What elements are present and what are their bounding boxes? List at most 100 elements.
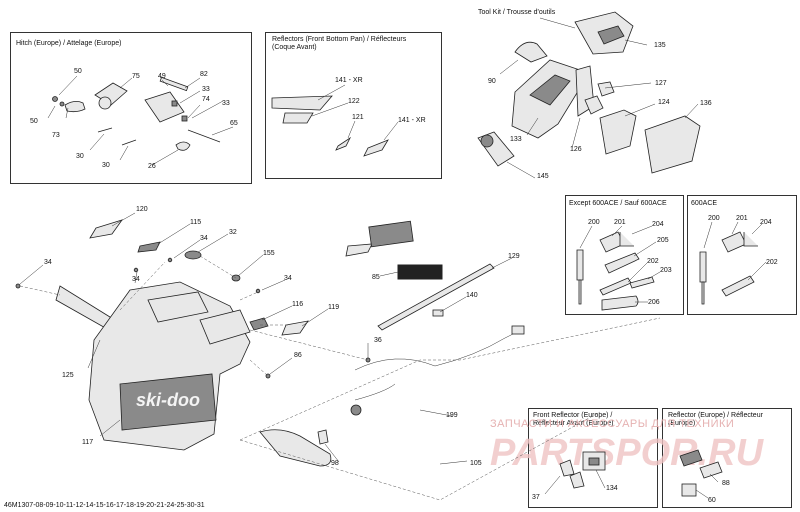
callout-119: 119 <box>328 304 339 311</box>
ace600-tools <box>699 221 767 305</box>
wrench-202b <box>721 275 755 297</box>
callout-90: 90 <box>488 78 496 85</box>
clip-116 <box>249 317 269 331</box>
decal-85 <box>397 264 443 280</box>
callout-122: 122 <box>348 98 360 105</box>
hex-key-204 <box>619 232 634 247</box>
callout-73: 73 <box>52 132 60 139</box>
nut-50b <box>59 101 65 107</box>
ski-doo-logo: ski-doo <box>136 390 200 410</box>
callout-98: 98 <box>331 460 339 467</box>
nut-33b <box>181 115 188 122</box>
tool-203 <box>629 276 655 289</box>
hitch-europe-title: Hitch (Europe) / Attelage (Europe) <box>16 40 122 47</box>
screwdriver-handle-200 <box>576 249 584 281</box>
callout-86: 86 <box>294 352 302 359</box>
callout-136: 136 <box>700 100 712 107</box>
callout-32: 32 <box>229 229 237 236</box>
callout-199: 199 <box>446 412 458 419</box>
callout-120: 120 <box>136 206 148 213</box>
screwdriver-shaft <box>578 279 582 305</box>
callout-116: 116 <box>292 301 303 308</box>
reflector-europe-title: Reflector (Europe) / Réflecteur (Europe) <box>668 412 763 427</box>
callout-30a: 30 <box>76 153 84 160</box>
bulb-socket <box>350 404 362 416</box>
reflector-121 <box>335 136 352 151</box>
strap-90 <box>514 41 548 63</box>
rod-49 <box>159 76 189 92</box>
callout-34d: 34 <box>284 275 292 282</box>
screwdriver-200b <box>699 251 707 283</box>
callout-33a: 33 <box>202 86 210 93</box>
bulb-98 <box>317 429 329 445</box>
callout-85: 85 <box>372 274 380 281</box>
pan-upper-part <box>199 309 251 345</box>
screw-50a <box>52 96 58 102</box>
reflector-141xr <box>271 95 333 111</box>
decals-and-harness <box>239 220 661 501</box>
callout-145: 145 <box>537 173 549 180</box>
decal-small <box>345 243 373 257</box>
reflector-88a <box>679 449 703 467</box>
callout-204b: 204 <box>760 219 772 226</box>
callout-202a: 202 <box>647 258 659 265</box>
clip-37a <box>559 459 575 477</box>
front-pan-assembly <box>15 212 371 451</box>
callout-50a: 50 <box>74 68 82 75</box>
callout-206: 206 <box>648 299 660 306</box>
reflector-europe-panel <box>662 408 792 508</box>
toolkit-cover-inner <box>597 25 625 45</box>
callout-34b: 34 <box>44 259 52 266</box>
callout-201a: 201 <box>614 219 626 226</box>
callout-37: 37 <box>532 494 540 501</box>
callout-203: 203 <box>660 267 672 274</box>
decal-label <box>368 220 414 248</box>
logo-plate <box>119 373 217 431</box>
callout-65: 65 <box>230 120 238 127</box>
screw-34b <box>15 283 21 289</box>
label-119 <box>281 320 309 336</box>
callout-129: 129 <box>508 253 520 260</box>
callout-88: 88 <box>722 480 730 487</box>
bag-136 <box>644 115 701 174</box>
callout-115: 115 <box>190 219 201 226</box>
front-reflector-title: Front Reflector (Europe) / Réflecteur Av… <box>533 412 614 427</box>
hitch-pin-73 <box>64 101 86 113</box>
wrench-202 <box>599 277 632 296</box>
callout-200b: 200 <box>708 215 720 222</box>
callout-201b: 201 <box>736 215 748 222</box>
socket-201b <box>721 231 747 253</box>
callout-36: 36 <box>374 337 382 344</box>
callout-124: 124 <box>658 99 670 106</box>
callout-34c: 34 <box>132 276 140 283</box>
callout-135: 135 <box>654 42 666 49</box>
callout-140: 140 <box>466 292 478 299</box>
hitch-plate-74 <box>144 91 185 123</box>
hitch-ball <box>98 96 112 110</box>
holder-slot <box>529 74 571 106</box>
reflectors-bottom-panel <box>265 32 442 179</box>
pan-inner-part <box>147 291 209 323</box>
screw-34d <box>255 288 261 294</box>
reflector-141xr-2 <box>363 139 389 157</box>
reflector-122 <box>282 112 314 124</box>
reflector-europe-parts <box>679 449 723 499</box>
headlight-lens-105 <box>259 429 332 467</box>
bolt-30b <box>121 139 137 146</box>
callout-141xr-2: 141 - XR <box>398 117 426 124</box>
toolkit-parts <box>477 11 701 179</box>
wire-harness-199 <box>354 329 522 401</box>
callout-49: 49 <box>158 73 166 80</box>
emblem-32 <box>184 250 202 260</box>
toolkit-title: Tool Kit / Trousse d'outils <box>478 9 556 16</box>
callout-125: 125 <box>62 372 74 379</box>
clip-126b <box>584 95 604 115</box>
watermark-text: ЗАПЧАСТИ И АКСЕССУАРЫ ДЛЯ ТЕХНИКИ <box>490 418 735 430</box>
pin-65 <box>187 129 221 143</box>
callout-155: 155 <box>263 250 275 257</box>
callout-117: 117 <box>82 439 93 446</box>
screw-34a <box>167 257 173 263</box>
reflector-120 <box>89 219 124 239</box>
callout-105: 105 <box>470 460 482 467</box>
